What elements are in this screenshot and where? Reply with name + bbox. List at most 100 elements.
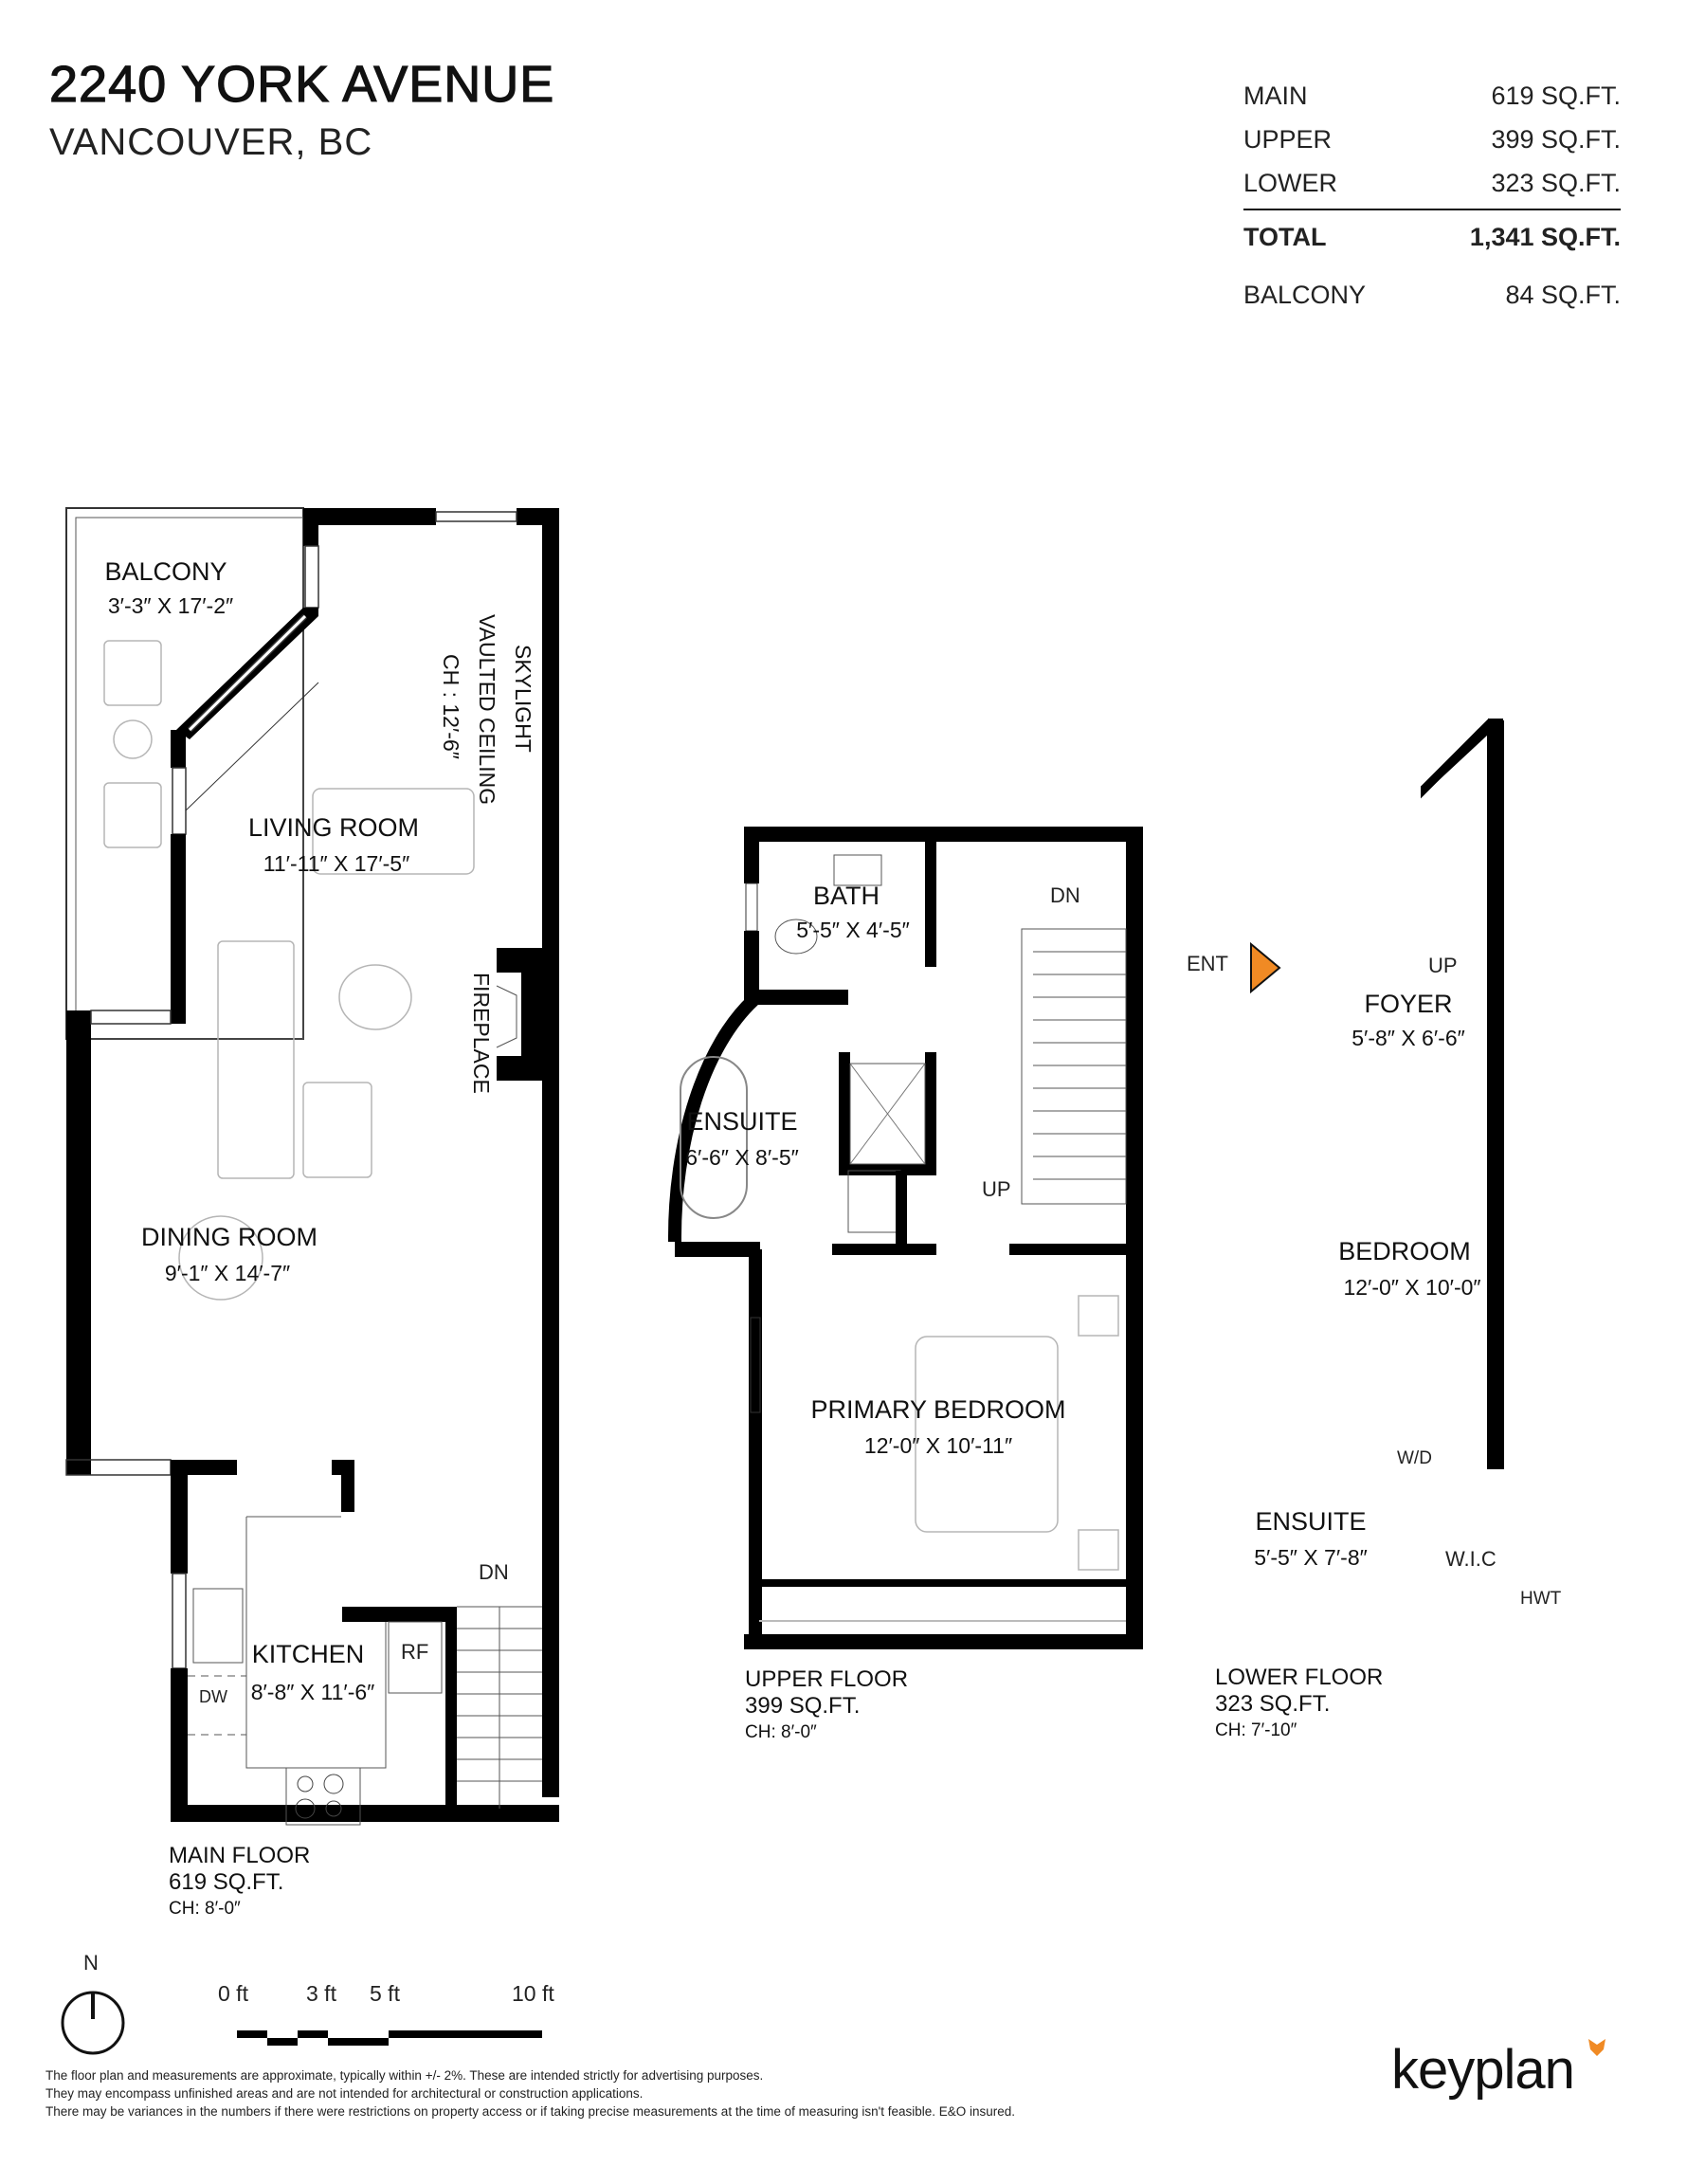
water-tank-label: HWT <box>1520 1589 1562 1609</box>
wall <box>171 730 186 768</box>
wall <box>749 1249 762 1638</box>
stairs-down-label: DN <box>479 1560 509 1584</box>
burner-icon <box>297 1775 314 1793</box>
fireplace-icon <box>496 985 517 1048</box>
room-dims-balcony: 3′-3″ X 17′-2″ <box>107 593 234 618</box>
room-dims-bath: 5′-5″ X 4′-5″ <box>796 918 910 942</box>
wall <box>171 1668 188 1820</box>
floor-name: UPPER FLOOR <box>745 1666 909 1692</box>
area-value: 619 SQ.FT. <box>1491 81 1621 110</box>
sink-icon <box>847 1170 901 1233</box>
balcony-railing <box>75 517 304 1040</box>
room-dims-foyer: 5′-8″ X 6′-6″ <box>1351 1026 1465 1050</box>
area-label: BALCONY <box>1243 280 1367 309</box>
window <box>304 545 319 609</box>
shower-icon <box>849 1063 926 1165</box>
total-label: TOTAL <box>1243 222 1327 251</box>
room-dims-bedroom: 12′-0″ X 10′-0″ <box>1343 1275 1481 1300</box>
fireplace-wall <box>497 1056 559 1081</box>
fridge-label: RF <box>401 1640 429 1664</box>
toilet-icon <box>774 919 818 955</box>
scale-label: 10 ft <box>512 1981 554 2006</box>
vaulted-ceiling-note: VAULTED CEILING <box>475 614 499 806</box>
wall <box>744 827 759 883</box>
wall <box>303 508 318 546</box>
area-value: 84 SQ.FT. <box>1505 280 1621 309</box>
room-label-kitchen: KITCHEN <box>251 1640 365 1668</box>
fox-logo-icon <box>1588 2039 1605 2056</box>
window <box>745 883 758 932</box>
north-arrow-icon <box>61 1991 125 2055</box>
sink-icon <box>192 1588 244 1664</box>
wall <box>744 931 759 990</box>
entrance-arrow-icon <box>1250 942 1281 993</box>
area-row-lower: LOWER 323 SQ.FT. <box>1243 161 1621 205</box>
wall <box>445 1607 457 1811</box>
room-label-living: LIVING ROOM <box>247 813 420 842</box>
curved-wall <box>667 994 758 1243</box>
area-label: UPPER <box>1243 124 1333 154</box>
window-glass <box>188 614 307 732</box>
keyplan-logo: keyplan <box>1391 2038 1575 2102</box>
floor-ceiling-height: CH: 8′-0″ <box>745 1722 817 1742</box>
room-dims-kitchen: 8′-8″ X 11′-6″ <box>250 1680 375 1704</box>
wall <box>744 827 1142 842</box>
room-label-dining: DINING ROOM <box>141 1223 317 1251</box>
wall <box>839 1052 850 1175</box>
wall <box>925 834 936 967</box>
area-label: LOWER <box>1243 168 1338 197</box>
wall <box>303 508 436 525</box>
room-label-ensuite-upper: ENSUITE <box>686 1107 798 1136</box>
wall <box>342 1607 456 1622</box>
property-city: VANCOUVER, BC <box>49 121 373 163</box>
wall <box>66 1010 91 1475</box>
disclaimer: The floor plan and measurements are appr… <box>45 2066 1015 2120</box>
burner-icon <box>323 1774 344 1794</box>
wall <box>675 1242 760 1257</box>
floor-area: 399 SQ.FT. <box>745 1693 861 1719</box>
wall <box>171 1460 188 1574</box>
disclaimer-line: They may encompass unfinished areas and … <box>45 2086 644 2101</box>
property-address: 2240 YORK AVENUE <box>48 55 555 113</box>
fireplace-wall <box>497 948 559 973</box>
skylight-note: SKYLIGHT <box>511 645 535 753</box>
room-label-wic: W.I.C <box>1445 1547 1497 1571</box>
scale-label: 0 ft <box>218 1981 248 2006</box>
lower-floor-plan <box>1421 718 1504 1469</box>
wall <box>171 834 186 1024</box>
laundry-label: W/D <box>1397 1448 1432 1468</box>
disclaimer-line: The floor plan and measurements are appr… <box>45 2068 764 2083</box>
floor-ceiling-height: CH: 7′-10″ <box>1215 1720 1297 1740</box>
window <box>172 1573 187 1669</box>
area-value: 323 SQ.FT. <box>1491 168 1621 197</box>
wall <box>1488 720 1503 1469</box>
window <box>750 1317 761 1413</box>
wall <box>1126 827 1143 1649</box>
area-row-main: MAIN 619 SQ.FT. <box>1243 74 1621 118</box>
shower-icon <box>849 1063 926 1165</box>
lower-floor-caption: LOWER FLOOR 323 SQ.FT. CH: 7′-10″ <box>1215 1665 1383 1744</box>
main-floor-plan <box>65 507 559 1826</box>
bed-icon <box>915 1295 1119 1571</box>
wall <box>1009 1244 1128 1255</box>
scale-label: 5 ft <box>370 1981 400 2006</box>
brand-name: keyplan <box>1391 2039 1575 2101</box>
area-row-upper: UPPER 399 SQ.FT. <box>1243 118 1621 161</box>
floor-area: 619 SQ.FT. <box>169 1869 284 1895</box>
room-dims-ensuite-upper: 6′-6″ X 8′-5″ <box>685 1145 799 1170</box>
stairs-down-icon <box>457 1606 542 1809</box>
room-dims-primary-bedroom: 12′-0″ X 10′-11″ <box>863 1433 1013 1458</box>
window <box>172 767 187 835</box>
room-label-bedroom: BEDROOM <box>1338 1237 1471 1265</box>
window <box>435 511 517 522</box>
bathtub-icon <box>680 1056 748 1219</box>
room-label-ensuite-lower: ENSUITE <box>1255 1507 1367 1536</box>
room-label-primary-bedroom: PRIMARY BEDROOM <box>810 1395 1066 1424</box>
wall <box>341 1460 354 1512</box>
disclaimer-line: There may be variances in the numbers if… <box>45 2104 1016 2119</box>
floor-name: LOWER FLOOR <box>1215 1665 1384 1690</box>
living-ceiling-height: CH : 12′-6″ <box>439 654 463 759</box>
floor-ceiling-height: CH: 8′-0″ <box>169 1899 241 1919</box>
stairs-up-label: UP <box>982 1177 1011 1201</box>
window <box>90 1010 172 1025</box>
